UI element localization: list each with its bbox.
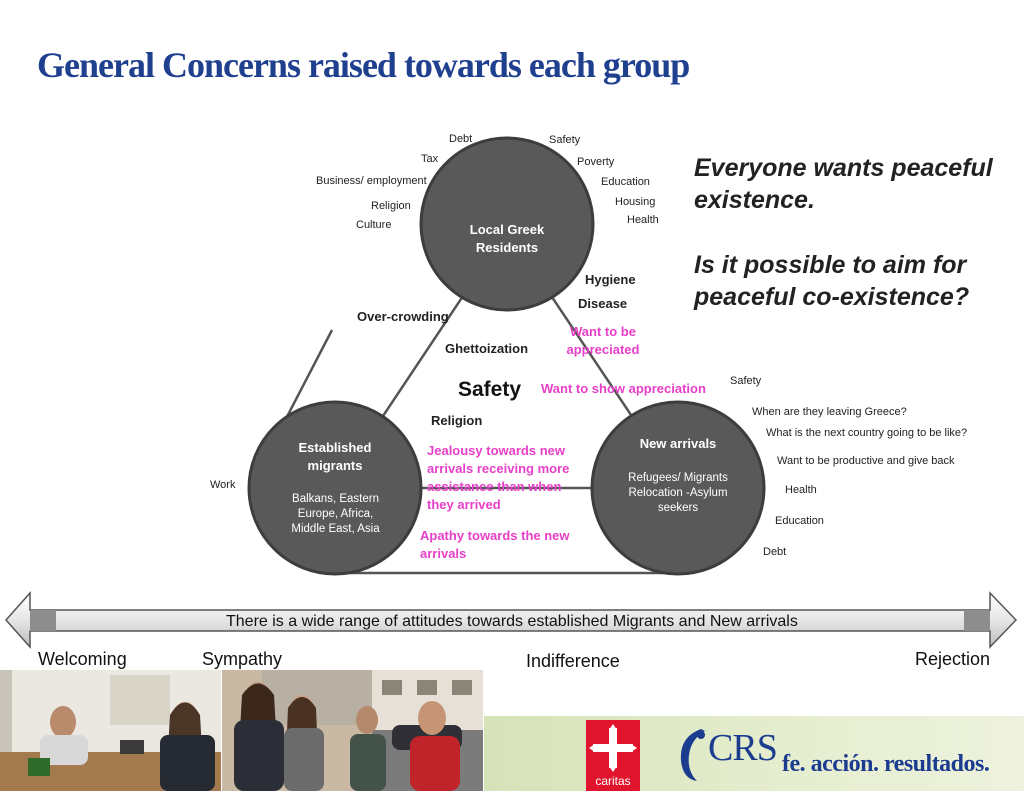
photo-street <box>222 670 483 791</box>
established-subtitle: Balkans, Eastern Europe, Africa, Middle … <box>283 492 388 537</box>
scale-welcoming: Welcoming <box>38 649 127 670</box>
na-next-country: What is the next country going to be lik… <box>766 427 967 439</box>
scale-arrow-text: There is a wide range of attitudes towar… <box>226 613 798 631</box>
pink-jealousy: Jealousy towards new arrivals receiving … <box>427 442 582 514</box>
caritas-logo: caritas <box>586 720 640 791</box>
label-safety: Safety <box>458 378 521 402</box>
label-disease: Disease <box>578 296 627 311</box>
pink-appreciated: Want to be appreciated <box>558 323 648 359</box>
crs-logo-text: CRS <box>708 726 777 770</box>
caritas-cross-icon <box>586 722 640 774</box>
crs-swoosh-icon <box>675 725 709 785</box>
local-greek-title: Local Greek Residents <box>447 221 567 257</box>
concern-tax: Tax <box>421 153 438 165</box>
new-arrivals-title: New arrivals <box>618 435 738 453</box>
concern-culture: Culture <box>356 219 391 231</box>
concern-work: Work <box>210 479 235 491</box>
concern-business: Business/ employment <box>316 175 427 187</box>
na-safety: Safety <box>730 375 761 387</box>
na-debt: Debt <box>763 546 786 558</box>
concern-housing: Housing <box>615 196 655 208</box>
quote-line1: Everyone wants peaceful existence. <box>694 152 1014 216</box>
label-hygiene: Hygiene <box>585 272 636 287</box>
na-leaving: When are they leaving Greece? <box>752 406 907 418</box>
scale-rejection: Rejection <box>915 649 990 670</box>
concern-safety: Safety <box>549 134 580 146</box>
na-productive: Want to be productive and give back <box>777 455 955 467</box>
concern-health: Health <box>627 214 659 226</box>
label-ghettoization: Ghettoization <box>445 341 528 356</box>
concern-religion: Religion <box>371 200 411 212</box>
scale-sympathy: Sympathy <box>202 649 282 670</box>
na-education: Education <box>775 515 824 527</box>
crs-tagline: fe. acción. resultados. <box>782 751 989 778</box>
photo-office <box>0 670 221 791</box>
established-migrants-circle <box>249 402 421 574</box>
concern-education: Education <box>601 176 650 188</box>
established-title: Established migrants <box>280 439 390 475</box>
na-health: Health <box>785 484 817 496</box>
quote-line2: Is it possible to aim for peaceful co-ex… <box>694 249 1014 313</box>
label-religion: Religion <box>431 413 482 428</box>
concern-debt: Debt <box>449 133 472 145</box>
caritas-text: caritas <box>586 774 640 788</box>
concern-poverty: Poverty <box>577 156 614 168</box>
scale-indifference: Indifference <box>526 651 620 672</box>
pink-show-appreciation: Want to show appreciation <box>541 380 706 398</box>
label-overcrowding: Over-crowding <box>357 309 449 324</box>
new-arrivals-subtitle: Refugees/ Migrants Relocation -Asylum se… <box>618 471 738 516</box>
pink-apathy: Apathy towards the new arrivals <box>420 527 585 563</box>
